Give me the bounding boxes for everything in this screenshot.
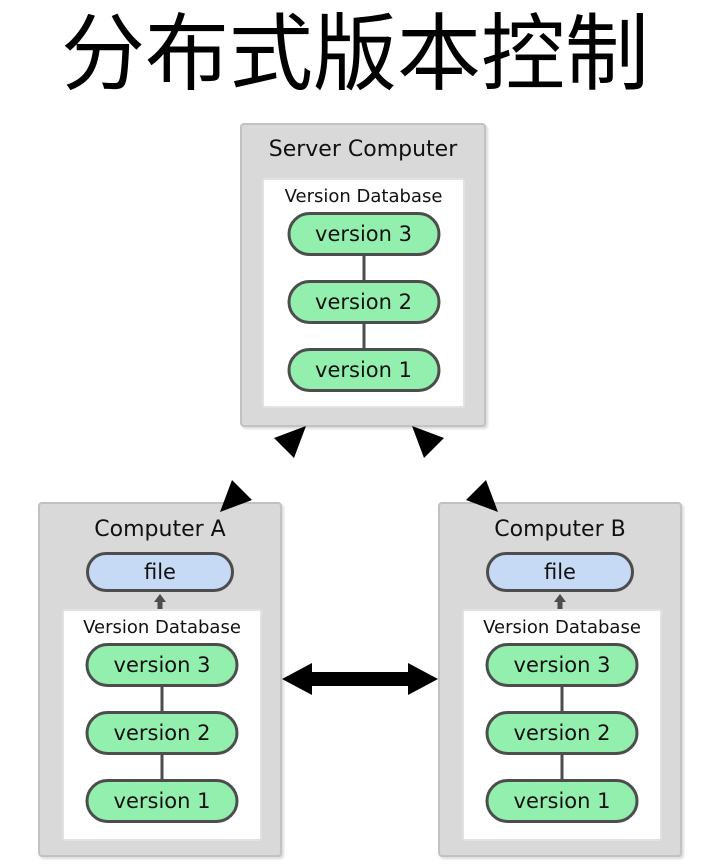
version-node[interactable]: version 2 — [287, 280, 440, 324]
computer-b-label: Computer B — [494, 517, 626, 542]
version-node[interactable]: version 2 — [85, 711, 239, 755]
version-link — [160, 749, 164, 783]
file-node-b[interactable]: file — [486, 552, 634, 592]
computer-a-version-stack: version 3 version 2 version 1 — [64, 641, 260, 839]
version-link — [560, 749, 564, 783]
computer-a-label: Computer A — [94, 517, 226, 542]
server-version-database[interactable]: Version Database version 3 version 2 ver… — [262, 178, 465, 408]
computer-a-version-database-label: Version Database — [83, 617, 241, 638]
computer-a-box[interactable]: Computer A file Version Database version… — [38, 502, 282, 857]
version-link — [560, 681, 564, 715]
database-to-file-arrow-up-icon — [154, 594, 166, 610]
version-node[interactable]: version 1 — [287, 348, 440, 392]
version-node[interactable]: version 3 — [287, 212, 440, 256]
version-node[interactable]: version 3 — [85, 643, 239, 687]
version-link — [362, 318, 365, 352]
version-node[interactable]: version 3 — [485, 643, 639, 687]
server-version-database-label: Version Database — [284, 186, 443, 207]
server-version-stack: version 3 version 2 version 1 — [264, 210, 463, 406]
version-node[interactable]: version 2 — [485, 711, 639, 755]
page-title: 分布式版本控制 — [60, 5, 649, 103]
computer-b-box[interactable]: Computer B file Version Database version… — [438, 502, 682, 857]
computer-a-version-database[interactable]: Version Database version 3 version 2 ver… — [62, 609, 262, 841]
computer-b-version-database[interactable]: Version Database version 3 version 2 ver… — [462, 609, 662, 841]
computer-a-to-computer-b-arrow-icon — [282, 663, 438, 695]
file-node-a[interactable]: file — [86, 552, 234, 592]
version-link — [160, 681, 164, 715]
version-node[interactable]: version 1 — [85, 779, 239, 823]
version-link — [362, 250, 365, 284]
computer-b-version-stack: version 3 version 2 version 1 — [464, 641, 660, 839]
database-to-file-arrow-up-icon — [554, 594, 566, 610]
server-computer-label: Server Computer — [268, 137, 458, 162]
server-computer-box[interactable]: Server Computer Version Database version… — [240, 123, 486, 427]
computer-b-version-database-label: Version Database — [483, 617, 641, 638]
version-node[interactable]: version 1 — [485, 779, 639, 823]
